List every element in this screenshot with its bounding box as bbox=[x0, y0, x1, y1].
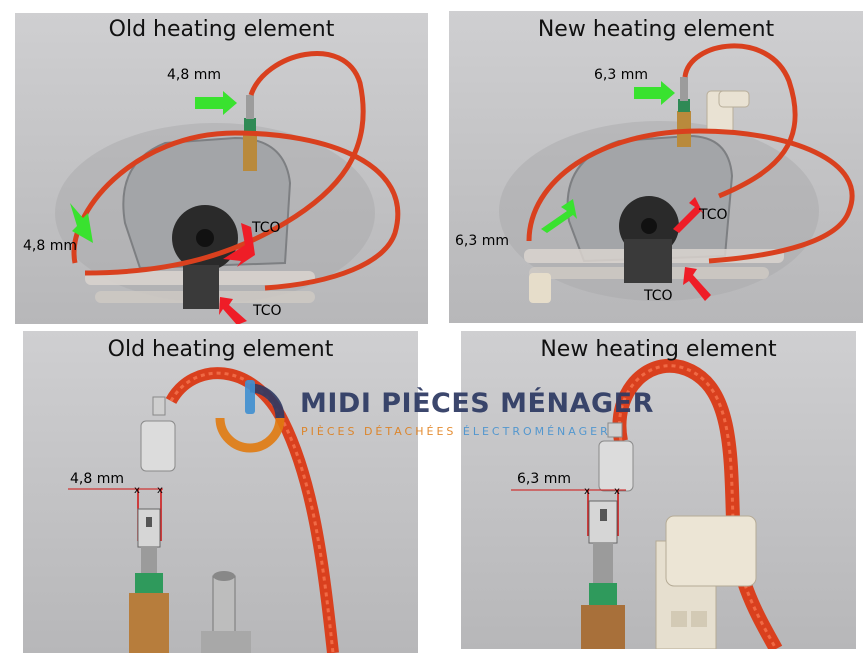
terminal-size-label: 4,8 mm bbox=[167, 67, 221, 83]
panel-title: New heating element bbox=[537, 17, 775, 42]
green-arrow-left-icon bbox=[70, 203, 93, 243]
green-arrow-top-icon bbox=[195, 91, 237, 115]
logo-name: MIDI PIÈCES MÉNAGER bbox=[300, 388, 654, 419]
photo-old-terminal-closeup: x x Old heating element 4,8 mm bbox=[23, 331, 418, 653]
panel-title: Old heating element bbox=[108, 17, 335, 42]
svg-text:x: x bbox=[584, 486, 590, 497]
photo-new-terminal-closeup: x x New heating element 6,3 mm bbox=[461, 331, 856, 649]
green-arrow-left-icon bbox=[541, 199, 577, 233]
terminal-width-label: 4,8 mm bbox=[70, 471, 124, 487]
photo-new-heating-element-overview: New heating element 6,3 mm 6,3 mm TCO TC… bbox=[449, 11, 863, 323]
logo-tagline: PIÈCES DÉTACHÉES ÉLECTROMÉNAGER bbox=[301, 425, 611, 438]
panel-title: New heating element bbox=[540, 337, 777, 362]
svg-text:x: x bbox=[134, 485, 140, 496]
panel-title: Old heating element bbox=[107, 337, 334, 362]
old-element-illustration bbox=[55, 51, 401, 324]
logo-tagline-part1: PIÈCES DÉTACHÉES bbox=[301, 425, 463, 438]
svg-text:x: x bbox=[157, 485, 163, 496]
red-arrow-upper-icon bbox=[673, 197, 705, 233]
red-arrow-lower-icon bbox=[219, 297, 247, 324]
tco-label: TCO bbox=[253, 303, 282, 319]
terminal-size-label: 6,3 mm bbox=[455, 233, 509, 249]
red-arrow-lower-icon bbox=[683, 267, 711, 301]
logo-tagline-part2: ÉLECTROMÉNAGER bbox=[462, 425, 611, 438]
green-arrow-top-icon bbox=[634, 81, 675, 105]
tco-label: TCO bbox=[252, 220, 281, 236]
svg-text:x: x bbox=[614, 486, 620, 497]
midi-pieces-menager-watermark: MIDI PIÈCES MÉNAGER PIÈCES DÉTACHÉES ÉLE… bbox=[200, 370, 653, 460]
tco-label: TCO bbox=[699, 207, 728, 223]
photo-old-heating-element-overview: Old heating element 4,8 mm 4,8 mm TCO TC… bbox=[15, 13, 428, 324]
new-terminal-illustration: x x bbox=[511, 358, 783, 649]
tco-label: TCO bbox=[644, 288, 673, 304]
terminal-size-label: 4,8 mm bbox=[23, 238, 77, 254]
red-arrow-upper-icon bbox=[223, 223, 255, 267]
logo-mark-icon bbox=[215, 380, 285, 453]
terminal-width-label: 6,3 mm bbox=[517, 471, 571, 487]
new-element-illustration bbox=[499, 43, 855, 303]
terminal-size-label: 6,3 mm bbox=[594, 67, 648, 83]
